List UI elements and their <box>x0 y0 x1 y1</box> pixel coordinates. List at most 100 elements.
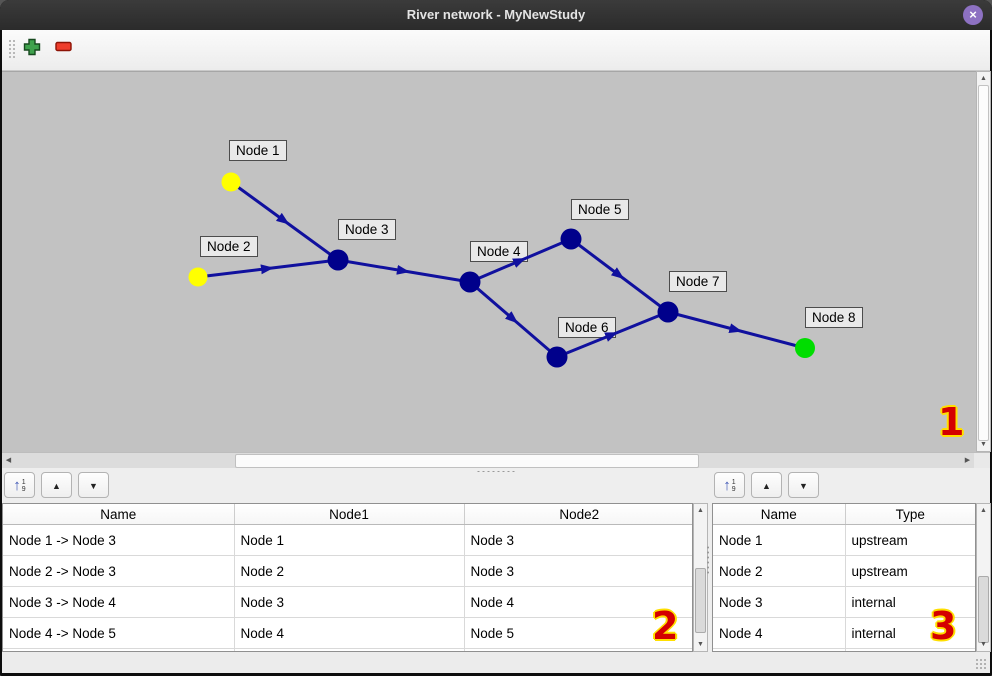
scroll-left-icon[interactable]: ◀ <box>5 457 12 464</box>
table-cell[interactable]: Node 2 <box>713 555 846 587</box>
nodes-table-vscrollbar[interactable]: ▲ ▼ <box>976 503 991 652</box>
river-node[interactable] <box>188 267 208 287</box>
remove-button[interactable] <box>55 40 73 58</box>
table-cell[interactable]: Node 4 <box>713 617 846 649</box>
annotation-3: 3 <box>930 604 957 648</box>
annotation-2: 2 <box>652 604 679 648</box>
table-cell[interactable] <box>713 648 846 651</box>
node-label: Node 3 <box>338 219 396 240</box>
scroll-right-icon[interactable]: ▶ <box>964 457 971 464</box>
add-button[interactable] <box>23 38 41 56</box>
scroll-up-icon[interactable]: ▲ <box>980 75 987 82</box>
down-triangle-icon: ▼ <box>799 481 808 491</box>
river-node[interactable] <box>657 301 679 323</box>
column-header[interactable]: Name <box>713 504 846 525</box>
table-cell[interactable]: internal <box>845 617 975 649</box>
nodes-move-down-button[interactable]: ▼ <box>788 472 819 498</box>
table-cell[interactable]: Node 1 <box>713 524 846 556</box>
scroll-down-icon[interactable]: ▼ <box>697 641 704 648</box>
links-move-down-button[interactable]: ▼ <box>78 472 109 498</box>
annotation-1: 1 <box>938 400 965 444</box>
table-cell[interactable]: Node 3 <box>713 586 846 618</box>
table-cell[interactable] <box>234 648 465 651</box>
river-link[interactable] <box>230 180 339 262</box>
scroll-up-icon[interactable]: ▲ <box>980 507 987 514</box>
river-link[interactable] <box>197 258 339 279</box>
table-cell[interactable]: Node 2 -> Node 3 <box>3 555 235 587</box>
river-link[interactable] <box>556 310 669 359</box>
table-cell[interactable] <box>464 648 692 651</box>
table-cell[interactable] <box>845 648 975 651</box>
table-cell[interactable]: Node 1 <box>234 524 465 556</box>
table-row[interactable] <box>3 648 692 651</box>
column-header[interactable]: Name <box>3 504 235 525</box>
river-link[interactable] <box>667 310 806 350</box>
table-cell[interactable]: Node 3 <box>464 524 692 556</box>
table-cell[interactable]: Node 2 <box>234 555 465 587</box>
links-vscroll-thumb[interactable] <box>695 568 706 633</box>
column-header[interactable]: Node2 <box>464 504 692 525</box>
river-node[interactable] <box>795 338 815 358</box>
river-link[interactable] <box>570 237 669 314</box>
table-cell[interactable]: internal <box>845 586 975 618</box>
table-cell[interactable]: Node 4 <box>234 617 465 649</box>
nodes-move-up-button[interactable]: ▲ <box>751 472 782 498</box>
table-row[interactable] <box>713 648 975 651</box>
vertical-splitter[interactable] <box>706 545 710 575</box>
table-cell[interactable]: Node 5 <box>464 617 692 649</box>
river-link[interactable] <box>469 237 572 284</box>
table-cell[interactable] <box>3 648 235 651</box>
river-node[interactable] <box>327 249 349 271</box>
sort-arrow-glyph: ↑ <box>13 477 21 495</box>
node-label: Node 4 <box>470 241 528 262</box>
node-label: Node 8 <box>805 307 863 328</box>
horizontal-splitter[interactable] <box>2 468 990 474</box>
table-cell[interactable]: Node 3 <box>464 555 692 587</box>
table-cell[interactable]: Node 1 -> Node 3 <box>3 524 235 556</box>
links-move-up-button[interactable]: ▲ <box>41 472 72 498</box>
scroll-down-icon[interactable]: ▼ <box>980 441 987 448</box>
table-cell[interactable]: Node 3 -> Node 4 <box>3 586 235 618</box>
river-node[interactable] <box>221 172 241 192</box>
canvas-vscrollbar[interactable]: ▲ ▼ <box>976 71 991 452</box>
scrollbar-corner <box>974 453 990 468</box>
table-cell[interactable]: Node 4 <box>464 586 692 618</box>
river-link[interactable] <box>337 258 471 284</box>
river-node[interactable] <box>560 228 582 250</box>
canvas-hscrollbar[interactable]: ◀ ▶ <box>2 452 990 468</box>
table-cell[interactable]: Node 4 -> Node 5 <box>3 617 235 649</box>
river-link[interactable] <box>469 280 558 359</box>
river-node[interactable] <box>546 346 568 368</box>
network-svg[interactable] <box>2 72 976 452</box>
close-button[interactable]: × <box>963 5 983 25</box>
scroll-up-icon[interactable]: ▲ <box>697 507 704 514</box>
resize-grip-icon[interactable] <box>975 658 987 670</box>
scroll-down-icon[interactable]: ▼ <box>980 641 987 648</box>
links-table-vscrollbar[interactable]: ▲ ▼ <box>693 503 708 652</box>
column-header[interactable]: Node1 <box>234 504 465 525</box>
canvas-vscroll-thumb[interactable] <box>978 85 989 441</box>
nodes-vscroll-thumb[interactable] <box>978 576 989 643</box>
table-cell[interactable]: Node 3 <box>234 586 465 618</box>
table-cell[interactable]: upstream <box>845 555 975 587</box>
table-cell[interactable]: upstream <box>845 524 975 556</box>
river-node[interactable] <box>459 271 481 293</box>
canvas-hscroll-thumb[interactable] <box>235 454 699 468</box>
toolbar-drag-handle[interactable] <box>8 39 16 59</box>
column-header[interactable]: Type <box>845 504 975 525</box>
titlebar[interactable]: River network - MyNewStudy × <box>0 0 992 30</box>
up-triangle-icon: ▲ <box>762 481 771 491</box>
